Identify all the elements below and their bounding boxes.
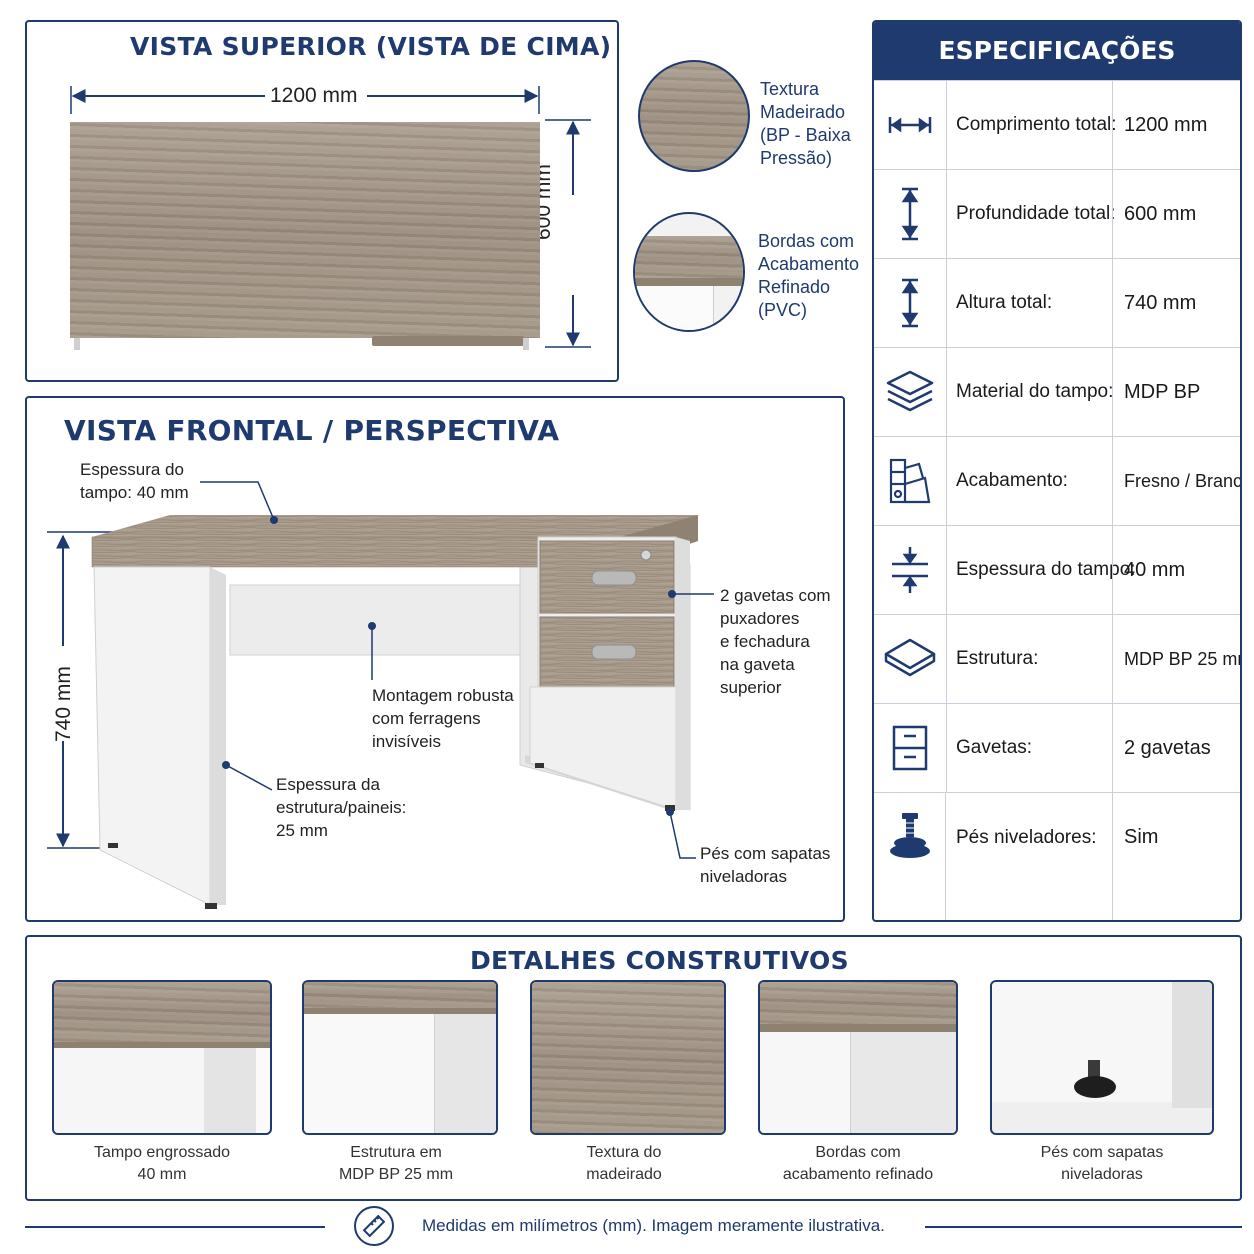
- leveling-foot-icon: [874, 793, 946, 920]
- spec-row-drawers: Gavetas: 2 gavetas: [874, 703, 1240, 792]
- front-leader-lines: [200, 481, 714, 859]
- detail-thick-top: [52, 980, 272, 1135]
- drawers-icon: [874, 704, 947, 792]
- detail-edge-finish: [758, 980, 958, 1135]
- depth-arrows-icon: [874, 170, 947, 258]
- caption-structure: Estrutura em MDP BP 25 mm: [338, 1144, 454, 1183]
- note-structure: Espessura da estrutura/paineis: 25 mm: [276, 775, 407, 840]
- thickness-icon: [874, 526, 947, 614]
- desk-top-plan: [70, 122, 540, 338]
- detail-structure: [302, 980, 498, 1135]
- detail-wood-texture: [530, 980, 726, 1135]
- width-arrows-icon: [874, 81, 947, 169]
- spec-row-finish: Acabamento: Fresno / Branco: [874, 436, 1240, 525]
- spec-row-leveling-feet: Pés niveladores: Sim: [874, 792, 1240, 920]
- top-view-dimensions: [70, 86, 591, 348]
- texture-note-2: Bordas com Acabamento Refinado (PVC): [758, 231, 860, 320]
- desk-perspective: [91, 515, 698, 909]
- note-mounting: Montagem robusta com ferragens invisívei…: [372, 686, 514, 751]
- caption-leveling-feet: Pés com sapatas niveladoras: [1040, 1144, 1164, 1183]
- detail-leveling-feet: [990, 980, 1214, 1135]
- spec-title: ESPECIFICAÇÕES TÉCNICAS: [874, 22, 1240, 123]
- spec-row-structure: Estrutura: MDP BP 25 mm: [874, 614, 1240, 703]
- front-view-title: VISTA FRONTAL / PERSPECTIVA: [64, 414, 560, 447]
- front-height-dimension: [47, 531, 115, 849]
- footer-rule-left: [25, 1226, 325, 1228]
- details-title: DETALHES CONSTRUTIVOS: [470, 946, 849, 975]
- top-view-title: VISTA SUPERIOR (VISTA DE CIMA): [130, 32, 612, 61]
- spec-row-top-thickness: Espessura do tampo: 40 mm: [874, 525, 1240, 614]
- caption-wood-texture: Textura do madeirado: [586, 1144, 662, 1183]
- ruler-icon: [354, 1206, 394, 1246]
- note-drawers: 2 gavetas com puxadores e fechadura na g…: [720, 586, 831, 697]
- spec-row-top-material: Material do tampo: MDP BP: [874, 347, 1240, 436]
- note-top-thickness: Espessura do tampo: 40 mm: [80, 460, 189, 502]
- texture-note-1: Textura Madeirado (BP - Baixa Pressão): [760, 79, 851, 168]
- spec-row-depth: Profundidade total: 600 mm: [874, 169, 1240, 258]
- layers-icon: [874, 348, 947, 436]
- footer-rule-right: [925, 1226, 1242, 1228]
- desk-top-plan-drawer-edge: [372, 336, 524, 346]
- spec-table: ESPECIFICAÇÕES TÉCNICAS Comprimento tota…: [872, 20, 1242, 922]
- spec-row-length: Comprimento total: 1200 mm: [874, 80, 1240, 169]
- desk-top-plan-foot: [74, 338, 80, 350]
- top-width-label: 1200 mm: [270, 84, 358, 107]
- note-feet: Pés com sapatas niveladoras: [700, 844, 831, 886]
- footer-note: Medidas em milímetros (mm). Imagem meram…: [422, 1216, 885, 1235]
- height-arrows-icon: [874, 259, 947, 347]
- desk-top-plan-foot: [523, 338, 529, 350]
- wood-texture-circle: [638, 60, 750, 172]
- caption-thick-top: Tampo engrossado 40 mm: [93, 1144, 231, 1183]
- edge-finish-circle: [633, 212, 745, 332]
- color-swatch-icon: [874, 437, 947, 525]
- caption-edge-finish: Bordas com acabamento refinado: [782, 1144, 934, 1183]
- panel-icon: [874, 615, 947, 703]
- spec-row-height: Altura total: 740 mm: [874, 258, 1240, 347]
